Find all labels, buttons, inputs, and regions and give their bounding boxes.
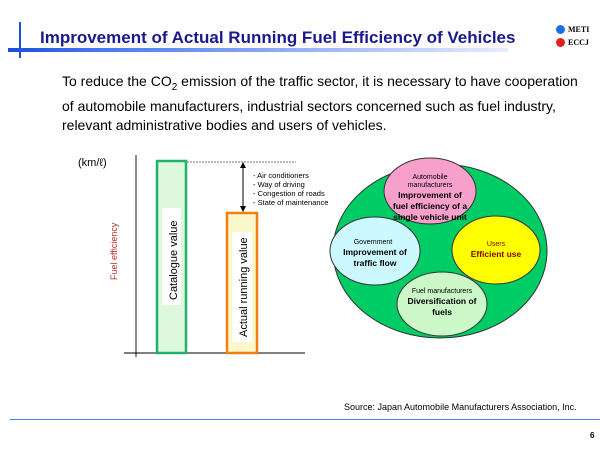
- meti-icon: [556, 25, 565, 34]
- arrow-heads-icon: [240, 162, 246, 212]
- meti-logo: METI: [556, 25, 589, 34]
- page-number: 6: [590, 431, 595, 440]
- unit-label: (km/ℓ): [78, 157, 107, 169]
- bar-label-bg: [162, 208, 181, 305]
- intro-text-1: To reduce the CO: [62, 73, 172, 89]
- eccj-icon: [556, 38, 565, 47]
- bar-label-actual: Actual running value: [238, 237, 250, 337]
- intro-text-2: emission of the traffic sector, it is ne…: [62, 73, 578, 133]
- factor: - State of maintenance: [253, 198, 328, 207]
- actor-who: Automobile: [412, 174, 447, 181]
- actor-what: single vehicle unit: [393, 212, 467, 222]
- actor-what: Improvement of: [398, 190, 462, 200]
- title-accent-vertical: [19, 22, 21, 58]
- actor-who: manufacturers: [408, 182, 453, 189]
- source-note: Source: Japan Automobile Manufacturers A…: [344, 402, 577, 412]
- actor-what: Diversification of: [408, 296, 477, 306]
- factor: - Congestion of roads: [253, 189, 325, 198]
- actor-what: fuels: [432, 307, 452, 317]
- ellipse-fuel: [396, 271, 488, 337]
- y-axis-label: Fuel efficiency: [109, 222, 119, 280]
- actor-who: Fuel manufacturers: [412, 288, 473, 295]
- bar-label-catalogue: Catalogue value: [168, 220, 180, 300]
- ellipse-users: [451, 215, 541, 285]
- ellipse-government: [329, 216, 421, 286]
- ellipse-automobile: [383, 157, 477, 225]
- actor-what: fuel efficiency of a: [393, 201, 467, 211]
- factor: - Way of driving: [253, 180, 305, 189]
- footer-line: [10, 419, 600, 420]
- factor: - Air conditioners: [253, 171, 309, 180]
- eccj-logo: ECCJ: [556, 38, 589, 47]
- actor-what: Improvement of: [343, 247, 407, 257]
- meti-label: METI: [568, 25, 590, 34]
- actor-who: Users: [487, 241, 506, 248]
- intro-paragraph: To reduce the CO2 emission of the traffi…: [62, 72, 582, 135]
- title-underline: [8, 48, 508, 52]
- actor-what: traffic flow: [354, 258, 397, 268]
- bar-label-bg: [232, 232, 252, 342]
- slide-title: Improvement of Actual Running Fuel Effic…: [40, 28, 516, 47]
- actor-who: Government: [354, 239, 393, 246]
- actor-what: Efficient use: [471, 249, 522, 259]
- intro-sub: 2: [171, 81, 178, 93]
- eccj-label: ECCJ: [568, 38, 589, 47]
